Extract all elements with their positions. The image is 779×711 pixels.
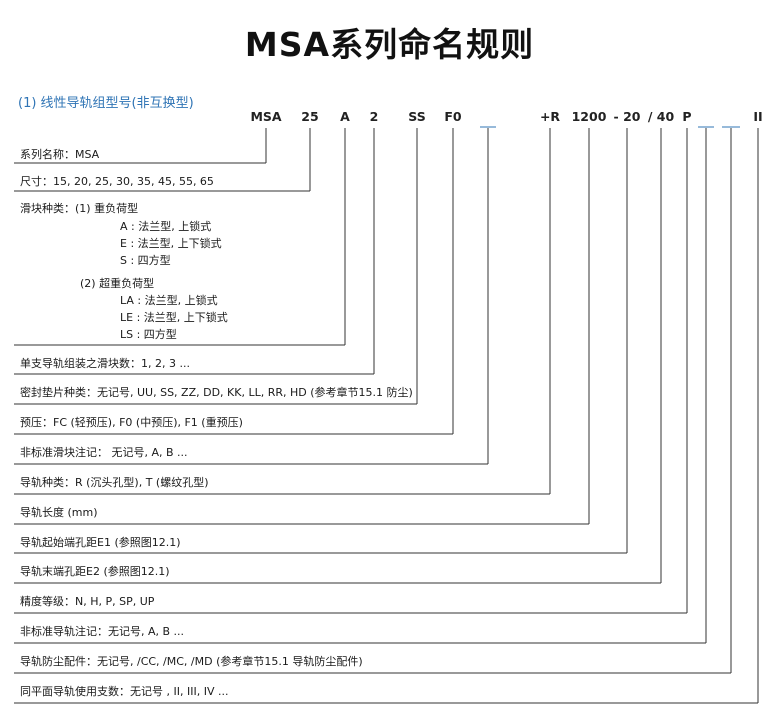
row-count: 同平面导轨使用支数：无记号 , II, III, IV ... bbox=[20, 685, 229, 698]
row-dust: 导轨防尘配件：无记号, /CC, /MC, /MD (参考章节15.1 导轨防尘… bbox=[20, 655, 363, 668]
row-seal: 密封垫片种类：无记号, UU, SS, ZZ, DD, KK, LL, RR, … bbox=[20, 386, 413, 399]
row-rail-length: 导轨长度 (mm) bbox=[20, 506, 98, 519]
row-e2: 导轨末端孔距E2 (参照图12.1) bbox=[20, 565, 170, 578]
page-title: MSA系列命名规则 bbox=[244, 25, 535, 64]
row-block-s: S : 四方型 bbox=[120, 254, 171, 267]
row-nonstd-block: 非标准滑块注记： 无记号, A, B ... bbox=[20, 446, 188, 459]
row-heavy2: (2) 超重负荷型 bbox=[80, 277, 155, 290]
code-block-type: A bbox=[340, 109, 350, 124]
row-block-ls: LS : 四方型 bbox=[120, 328, 177, 341]
code-block-count: 2 bbox=[369, 109, 379, 124]
code-e1: - 20 bbox=[613, 109, 641, 124]
row-block-a: A : 法兰型, 上锁式 bbox=[120, 220, 212, 233]
code-size: 25 bbox=[301, 109, 319, 124]
row-series: 系列名称：MSA bbox=[20, 148, 100, 161]
code-series: MSA bbox=[250, 109, 282, 124]
row-rail-type: 导轨种类：R (沉头孔型), T (螺纹孔型) bbox=[20, 476, 209, 489]
row-preload: 预压：FC (轻预压), F0 (中预压), F1 (重预压) bbox=[20, 416, 243, 429]
row-block-le: LE : 法兰型, 上下锁式 bbox=[120, 311, 228, 324]
code-accuracy: P bbox=[682, 109, 692, 124]
row-nonstd-rail: 非标准导轨注记：无记号, A, B ... bbox=[20, 625, 185, 638]
row-size: 尺寸：15, 20, 25, 30, 35, 45, 55, 65 bbox=[20, 175, 214, 188]
row-block-count: 单支导轨组装之滑块数：1, 2, 3 ... bbox=[20, 357, 190, 370]
code-e2: / 40 bbox=[647, 109, 675, 124]
code-preload: F0 bbox=[444, 109, 462, 124]
code-count: II bbox=[753, 109, 763, 124]
row-accuracy: 精度等级：N, H, P, SP, UP bbox=[20, 595, 155, 608]
row-block-type: 滑块种类：(1) 重负荷型 bbox=[20, 202, 139, 215]
row-block-e: E : 法兰型, 上下锁式 bbox=[120, 237, 222, 250]
row-e1: 导轨起始端孔距E1 (参照图12.1) bbox=[20, 536, 181, 549]
subtitle: (1) 线性导轨组型号(非互换型) bbox=[18, 96, 194, 111]
row-block-la: LA : 法兰型, 上锁式 bbox=[120, 294, 218, 307]
code-rail-length: 1200 bbox=[571, 109, 607, 124]
code-rail-type: +R bbox=[539, 109, 561, 124]
code-seal: SS bbox=[408, 109, 426, 124]
